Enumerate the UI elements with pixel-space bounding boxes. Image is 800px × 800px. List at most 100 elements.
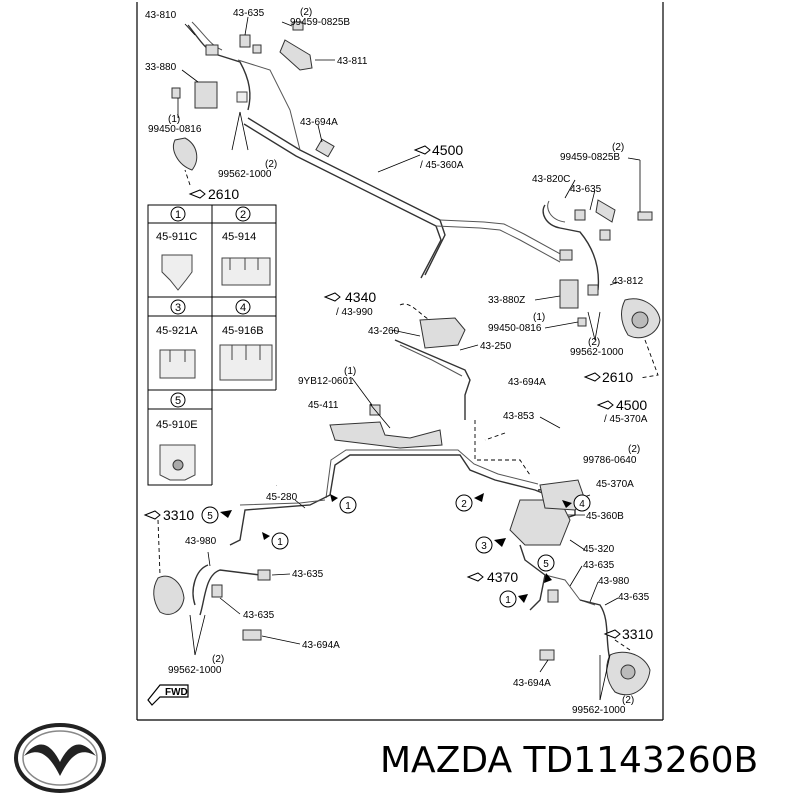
ref-4500-a-sub: / 45-360A <box>420 160 464 171</box>
clip-num-circle-2 <box>235 206 251 222</box>
mazda-logo-icon <box>14 723 106 793</box>
marker-5a: 5 <box>207 511 213 522</box>
reference-arrows <box>143 145 621 639</box>
clip-1-icon <box>161 254 193 291</box>
label-99450-b: 99450-0816 <box>488 323 542 334</box>
dashed-reference-lines <box>157 169 659 651</box>
label-43-635-c: 43-635 <box>292 569 324 580</box>
ref-arrow-2610b-icon <box>583 372 601 382</box>
ref-2610-a: 2610 <box>208 186 239 202</box>
fwd-arrow-icon <box>147 684 189 706</box>
label-99459-b: 99459-0825B <box>560 152 620 163</box>
rear-left-hose-assembly <box>153 564 271 641</box>
label-43-694a-a: 43-694A <box>300 117 338 128</box>
rear-right-hose-assembly <box>539 589 651 696</box>
clip-num-5: 5 <box>175 395 181 407</box>
label-43-980-a: 43-980 <box>185 536 217 547</box>
label-45-320: 45-320 <box>583 544 615 555</box>
marker-circle-1a <box>339 496 357 514</box>
label-45-370a: 45-370A <box>596 479 634 490</box>
label-43-635-b: 43-635 <box>570 184 602 195</box>
marker-2: 2 <box>461 499 467 510</box>
ref-4340: 4340 <box>345 289 376 305</box>
label-45-360b: 45-360B <box>586 511 624 522</box>
label-43-812: 43-812 <box>612 276 644 287</box>
marker-circle-1c <box>499 590 517 608</box>
ref-arrow-3310b-icon <box>603 629 621 639</box>
marker-3: 3 <box>481 541 487 552</box>
main-brake-pipes <box>237 59 565 279</box>
label-99450-a-qty: (1) <box>168 114 180 125</box>
label-9yb12-qty: (1) <box>344 366 356 377</box>
clip-num-circle-3 <box>170 299 186 315</box>
ref-arrow-4340-icon <box>323 292 341 302</box>
clip-part-2: 45-914 <box>222 231 256 243</box>
label-43-694a-d: 43-694A <box>513 678 551 689</box>
ref-arrow-3310a-icon <box>143 510 161 520</box>
brand-part-number: MAZDA TD1143260B <box>380 740 758 781</box>
label-43-250: 43-250 <box>480 341 512 352</box>
marker-circle-4 <box>573 494 591 512</box>
clip-num-circle-1 <box>170 206 186 222</box>
ref-arrow-4500a-icon <box>413 145 431 155</box>
ref-4500-b: 4500 <box>616 397 647 413</box>
label-43-811: 43-811 <box>337 56 368 67</box>
ref-3310-b: 3310 <box>622 626 653 642</box>
label-33-880z: 33-880Z <box>488 295 525 306</box>
label-99562-d: 99562-1000 <box>572 705 626 716</box>
clip-part-3: 45-921A <box>156 325 198 337</box>
ref-2610-b: 2610 <box>602 369 633 385</box>
label-99786-qty: (2) <box>628 444 640 455</box>
marker-circle-5a <box>201 506 219 524</box>
clip-num-1: 1 <box>175 209 181 221</box>
marker-1c: 1 <box>505 595 511 606</box>
label-43-635-d: 43-635 <box>243 610 275 621</box>
front-left-hose-assembly <box>171 21 335 171</box>
clip-num-circle-5 <box>170 392 186 408</box>
clip-4-icon <box>219 344 273 381</box>
label-43-635-f: 43-635 <box>618 592 650 603</box>
label-43-635-e: 43-635 <box>583 560 615 571</box>
marker-4: 4 <box>579 499 585 510</box>
clip-num-2: 2 <box>240 209 246 221</box>
clip-part-4: 45-916B <box>222 325 264 337</box>
marker-circle-2 <box>455 494 473 512</box>
label-43-980-b: 43-980 <box>598 576 630 587</box>
label-99459-a: 99459-0825B <box>290 17 350 28</box>
marker-5b: 5 <box>543 559 549 570</box>
fwd-label: FWD <box>165 687 188 698</box>
label-43-694a-c: 43-694A <box>302 640 340 651</box>
ref-4500-b-sub: / 45-370A <box>604 414 648 425</box>
part-labels: 43-810 43-635 (2) 99459-0825B 43-811 33-… <box>145 7 653 716</box>
label-99562-d-qty: (2) <box>622 695 634 706</box>
ref-arrow-4370-icon <box>466 572 484 582</box>
ref-3310-a: 3310 <box>163 507 194 523</box>
label-45-280: 45-280 <box>266 492 298 503</box>
label-99562-b: 99562-1000 <box>570 347 624 358</box>
clip-part-5: 45-910E <box>156 419 198 431</box>
ref-4340-sub: / 43-990 <box>336 307 373 318</box>
clip-part-1: 45-911C <box>156 231 197 243</box>
label-43-810: 43-810 <box>145 10 177 21</box>
label-99562-a: 99562-1000 <box>218 169 272 180</box>
marker-circle-5b <box>537 554 555 572</box>
marker-1a: 1 <box>345 501 351 512</box>
ref-4370: 4370 <box>487 569 518 585</box>
forward-direction-indicator: FWD <box>147 684 189 706</box>
label-99459-b-qty: (2) <box>612 142 624 153</box>
label-99562-c: 99562-1000 <box>168 665 222 676</box>
label-33-880: 33-880 <box>145 62 177 73</box>
ref-4500-a: 4500 <box>432 142 463 158</box>
label-99562-b-qty: (2) <box>588 337 600 348</box>
ref-arrow-2610a-icon <box>188 189 206 199</box>
label-43-260: 43-260 <box>368 326 400 337</box>
label-99562-a-qty: (2) <box>265 159 277 170</box>
label-9yb12-0601: 9YB12-0601 <box>298 376 354 387</box>
marker-circle-3 <box>475 536 493 554</box>
clip-3-icon <box>159 349 196 379</box>
footer: MAZDA TD1143260B <box>14 723 758 793</box>
clip-num-3: 3 <box>175 302 181 314</box>
label-43-694a-b: 43-694A <box>508 377 546 388</box>
marker-circles: 1 1 2 3 4 5 5 1 <box>201 493 591 608</box>
